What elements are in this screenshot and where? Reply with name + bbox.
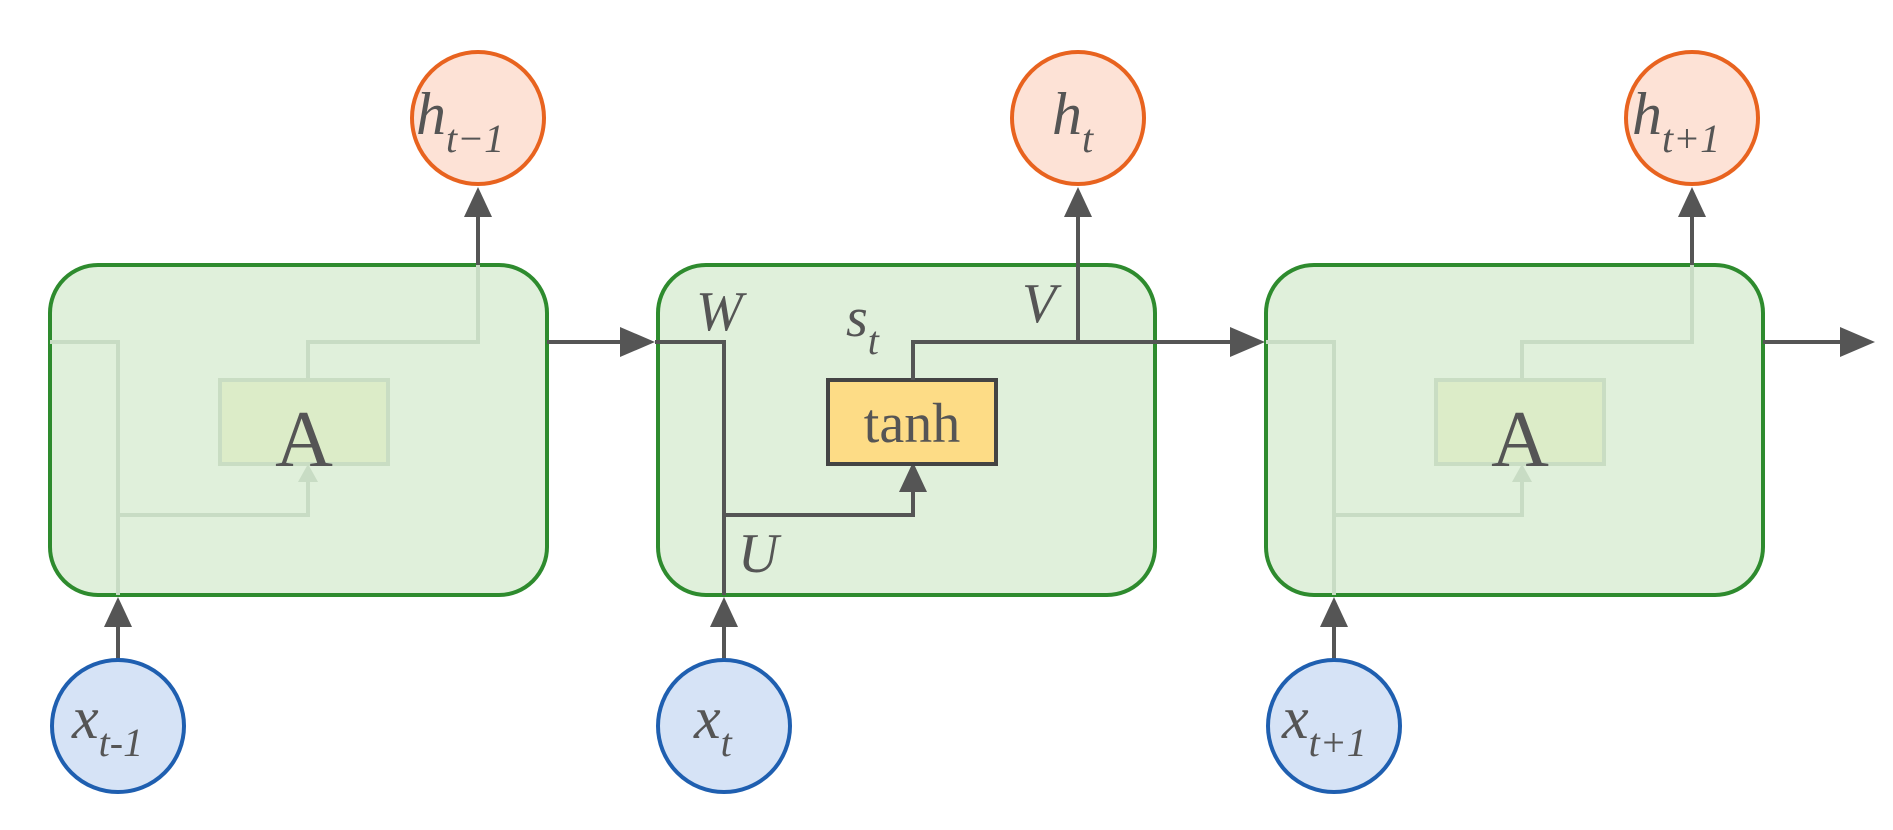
weight-w-label: W <box>696 281 747 343</box>
u-wire <box>724 490 915 517</box>
input-prev-symbol: xt-1 <box>71 685 143 765</box>
output-node-prev: ht−1 <box>410 50 546 265</box>
input-next-arrowhead <box>1320 597 1348 627</box>
output-next-arrowhead <box>1678 187 1706 217</box>
cell-next: A <box>1264 263 1765 597</box>
cell-next-faint-wire-up <box>1520 265 1694 380</box>
input-node-next: xt+1 <box>1266 597 1402 794</box>
tanh-label: tanh <box>864 393 960 455</box>
output-node-next: ht+1 <box>1624 50 1760 265</box>
cell-prev-faint-wire-up <box>306 265 480 380</box>
u-arrowhead <box>899 462 927 492</box>
recurrent-arrow-out-head <box>1840 327 1875 357</box>
input-prev-arrowhead <box>104 597 132 627</box>
cell-next-faint-wire-left <box>1266 340 1336 595</box>
output-current-symbol: ht <box>1052 81 1094 161</box>
input-node-current-circle <box>656 658 792 794</box>
cell-prev-faint-arrowhead <box>298 464 318 482</box>
input-node-prev-circle <box>50 658 186 794</box>
recurrent-arrow-2-head <box>1230 327 1265 357</box>
output-prev-arrowhead <box>464 187 492 217</box>
tanh-box <box>826 378 998 466</box>
w-wire <box>655 340 726 595</box>
cell-next-a-box <box>1434 378 1606 466</box>
input-node-current: xt <box>656 597 792 794</box>
cell-next-faint-wire-input <box>1334 478 1524 517</box>
output-next-symbol: ht+1 <box>1632 81 1720 161</box>
cell-prev-faint-wire-left <box>50 340 120 595</box>
cell-prev: A <box>48 263 549 597</box>
cell-next-faint-arrowhead <box>1512 464 1532 482</box>
cell-prev-label: A <box>275 396 333 484</box>
weight-u-label: U <box>738 523 782 585</box>
input-node-next-circle <box>1266 658 1402 794</box>
cell-prev-faint-wire-input <box>118 478 310 517</box>
cell-current: tanh W U V st <box>655 187 1235 597</box>
state-label: st <box>846 287 880 363</box>
output-node-prev-circle <box>410 50 546 186</box>
output-node-current: ht <box>1010 50 1146 186</box>
output-node-current-circle <box>1010 50 1146 186</box>
output-current-arrowhead <box>1064 187 1092 217</box>
state-wire <box>911 340 1235 380</box>
output-node-next-circle <box>1624 50 1760 186</box>
input-current-symbol: xt <box>693 685 733 765</box>
recurrent-arrow-1-head <box>620 327 655 357</box>
input-current-arrowhead <box>710 597 738 627</box>
input-next-symbol: xt+1 <box>1281 685 1367 765</box>
cell-next-label: A <box>1491 396 1549 484</box>
weight-v-label: V <box>1022 273 1062 335</box>
cell-prev-a-box <box>218 378 390 466</box>
input-node-prev: xt-1 <box>50 597 186 794</box>
output-prev-symbol: ht−1 <box>416 81 504 161</box>
